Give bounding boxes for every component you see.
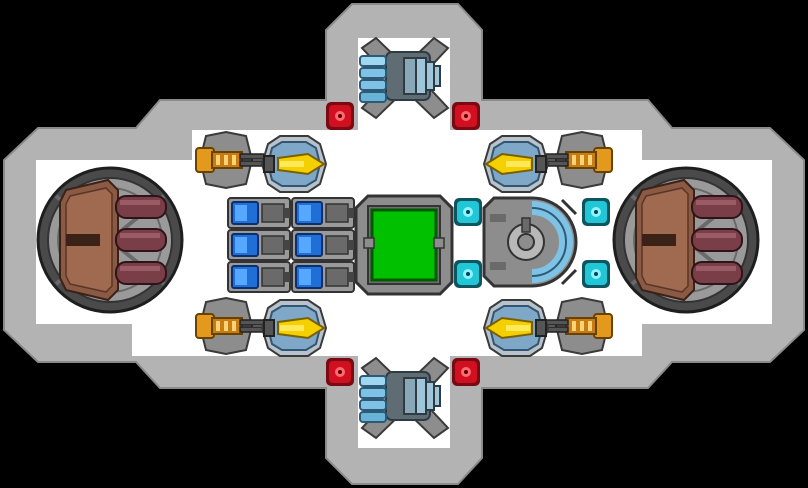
- laser-turret-br[interactable]: [483, 299, 549, 357]
- battery-cell: [291, 261, 355, 293]
- alarm-br[interactable]: [452, 358, 480, 386]
- alarm-tl[interactable]: [326, 102, 354, 130]
- battery-bank[interactable]: [227, 197, 355, 293]
- battery-cell: [227, 197, 291, 229]
- conduit-bl[interactable]: [454, 260, 482, 288]
- laser-turret-bl[interactable]: [261, 299, 327, 357]
- laser-turret-tr[interactable]: [483, 135, 549, 193]
- alarm-tr[interactable]: [452, 102, 480, 130]
- alarm-bl[interactable]: [326, 358, 354, 386]
- conduit-tr[interactable]: [582, 198, 610, 226]
- battery-cell: [227, 229, 291, 261]
- laser-turret-tl[interactable]: [261, 135, 327, 193]
- heavy-cannon-left[interactable]: [36, 166, 184, 314]
- conduit-tl[interactable]: [454, 198, 482, 226]
- battery-cell: [291, 197, 355, 229]
- battery-cell: [227, 261, 291, 293]
- heavy-cannon-right[interactable]: [612, 166, 760, 314]
- reactor-core[interactable]: [354, 194, 454, 296]
- conduit-br[interactable]: [582, 260, 610, 288]
- battery-cell: [291, 229, 355, 261]
- shield-generator[interactable]: [482, 196, 578, 288]
